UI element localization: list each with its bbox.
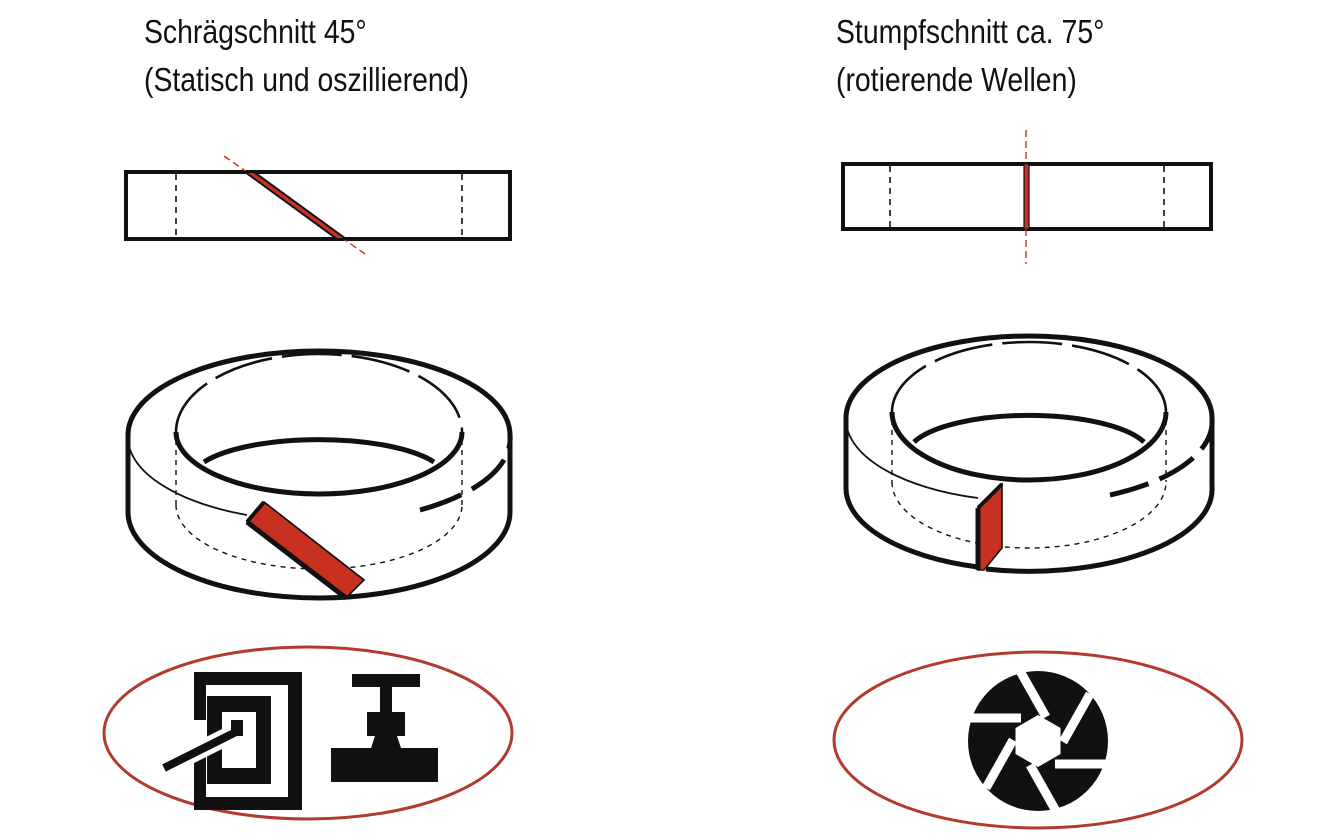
application-badge-left-ellipse — [102, 645, 514, 821]
rotating-shaft-application-badge — [832, 650, 1244, 830]
bevel-ring-inner-front-edge — [173, 431, 465, 497]
butt-ring-rim-front-right — [1109, 417, 1215, 498]
bevel-ring-rim-front-left — [127, 434, 248, 516]
right-heading-line2: (rotierende Wellen) — [836, 61, 1077, 98]
butt-ring-outer-bottom-left — [843, 486, 979, 570]
right-heading: Stumpfschnitt ca. 75° (rotierende Wellen… — [836, 8, 1104, 104]
bevel-ring-rim-front-right — [419, 434, 513, 513]
butt-ring-outer-top-edge — [843, 333, 1215, 419]
bevel-ring-inner-wall-edge — [202, 437, 436, 465]
rotation-aperture-icon — [968, 668, 1108, 814]
bevel-cut-ring — [125, 348, 513, 601]
butt-cut-top-edge — [976, 482, 1004, 510]
bevel-cut-top-edge — [245, 500, 266, 524]
butt-ring-inner-back-edge — [890, 340, 1168, 413]
static-housing-icon — [159, 672, 302, 810]
bevel-cut-hidden-edge — [263, 501, 365, 581]
bevel-ring-outer-top-edge — [125, 348, 513, 436]
left-heading-line1: Schrägschnitt 45° — [144, 13, 367, 50]
right-heading-line1: Stumpfschnitt ca. 75° — [836, 13, 1105, 50]
butt-cut-ring — [843, 333, 1215, 574]
butt-ring-inner-wall-edge — [912, 412, 1146, 444]
left-heading: Schrägschnitt 45° (Statisch und oszillie… — [144, 8, 469, 104]
bevel-ring-outer-bottom-edge — [125, 511, 513, 601]
bevel-ring-hidden-inner-bottom — [175, 504, 463, 570]
butt-ring-inner-front-edge — [889, 411, 1169, 483]
left-heading-line2: (Statisch und oszillierend) — [144, 61, 469, 98]
butt-cut-cross-section — [841, 130, 1213, 264]
bevel-ring-inner-back-edge — [174, 352, 464, 433]
butt-cut-line — [1023, 163, 1030, 230]
bevel-cut-face — [245, 500, 366, 600]
bevel-section-outline — [124, 170, 512, 241]
bevel-cut-cross-section — [124, 155, 512, 257]
butt-ring-rim-front-left — [845, 417, 979, 499]
butt-ring-hidden-inner-bottom — [891, 481, 1167, 549]
static-oscillating-application-badge — [102, 645, 514, 821]
oscillating-valve-icon — [331, 674, 438, 782]
application-badge-right-ellipse — [832, 650, 1244, 830]
bevel-cut-front-edge — [245, 520, 348, 600]
bevel-cut-line — [241, 171, 350, 240]
butt-ring-outer-bottom-right — [985, 486, 1215, 574]
